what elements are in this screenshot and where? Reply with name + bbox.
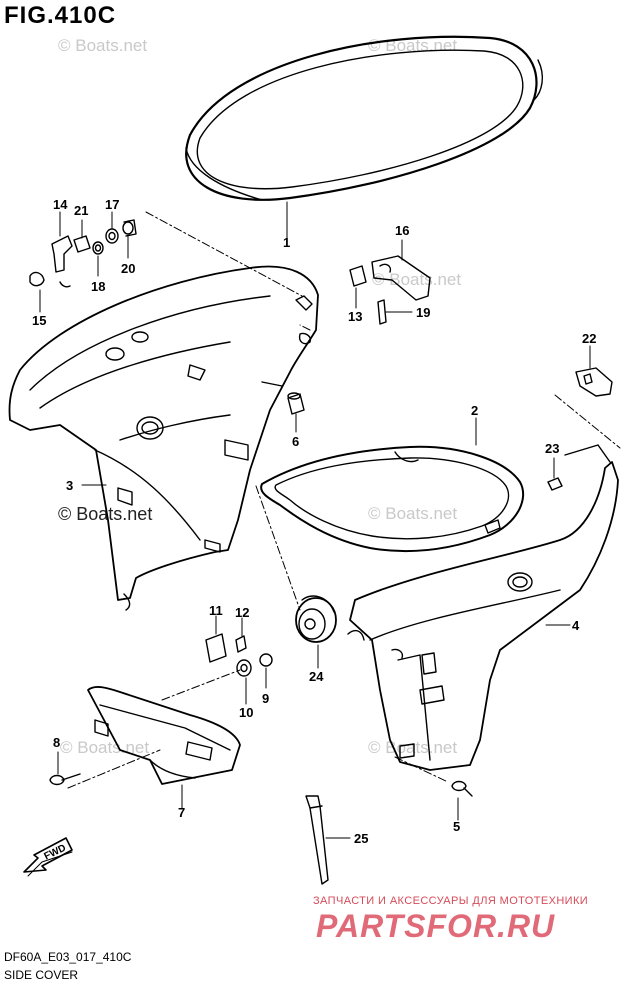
cable-tie xyxy=(305,795,329,885)
watermark: © Boats.net xyxy=(58,504,153,524)
callout-13: 13 xyxy=(348,309,363,324)
callout-15: 15 xyxy=(32,313,47,328)
hardware-right xyxy=(547,367,613,491)
watermark: © Boats.net xyxy=(372,270,462,289)
callout-9: 9 xyxy=(262,691,270,706)
callout-6: 6 xyxy=(292,434,300,449)
seal-ring xyxy=(185,35,544,201)
promo-brand: PARTSFOR.RU xyxy=(316,908,556,944)
fwd-arrow-icon xyxy=(23,837,73,877)
figure-title: FIG.410C xyxy=(4,2,117,29)
leaders-top-left xyxy=(39,211,129,313)
bolts xyxy=(49,773,473,797)
callout-24: 24 xyxy=(309,669,324,684)
grommet-small xyxy=(287,392,305,415)
inner-frame xyxy=(260,445,525,553)
callout-21: 21 xyxy=(74,203,89,218)
lower-front-cover xyxy=(87,686,241,785)
callout-5: 5 xyxy=(453,819,461,834)
callout-14: 14 xyxy=(53,197,68,212)
callout-11: 11 xyxy=(209,603,223,618)
leaders-center xyxy=(215,615,267,705)
grommet xyxy=(295,595,337,643)
callout-19: 19 xyxy=(416,305,431,320)
callout-12: 12 xyxy=(235,605,250,620)
callout-2: 2 xyxy=(471,403,479,418)
callout-7: 7 xyxy=(178,805,186,820)
callout-1: 1 xyxy=(283,235,291,250)
hardware-top-right xyxy=(349,255,431,325)
callout-4: 4 xyxy=(572,618,580,633)
callout-17: 17 xyxy=(105,197,120,212)
callout-22: 22 xyxy=(582,331,597,346)
callout-3: 3 xyxy=(66,478,74,493)
watermark: © Boats.net xyxy=(368,504,458,523)
promo-tagline: ЗАПЧАСТИ И АКСЕССУАРЫ ДЛЯ МОТОТЕХНИКИ xyxy=(313,895,589,907)
hardware-center xyxy=(205,633,273,677)
watermark: © Boats.net xyxy=(58,36,148,55)
callout-23: 23 xyxy=(545,441,560,456)
left-side-cover xyxy=(8,265,319,611)
leaders-top-right xyxy=(355,239,413,313)
figure-caption: SIDE COVER xyxy=(4,968,79,982)
alignment-lines xyxy=(67,211,621,789)
right-side-cover xyxy=(347,444,619,771)
leaders-bolts xyxy=(57,751,459,821)
callout-8: 8 xyxy=(53,735,61,750)
callout-20: 20 xyxy=(121,261,136,276)
callout-18: 18 xyxy=(91,279,106,294)
callout-16: 16 xyxy=(395,223,410,238)
leaders-right xyxy=(553,345,591,479)
callout-10: 10 xyxy=(239,705,254,720)
hardware-top-left xyxy=(29,219,137,288)
callout-25: 25 xyxy=(354,831,369,846)
figure-code: DF60A_E03_017_410C xyxy=(4,950,132,964)
